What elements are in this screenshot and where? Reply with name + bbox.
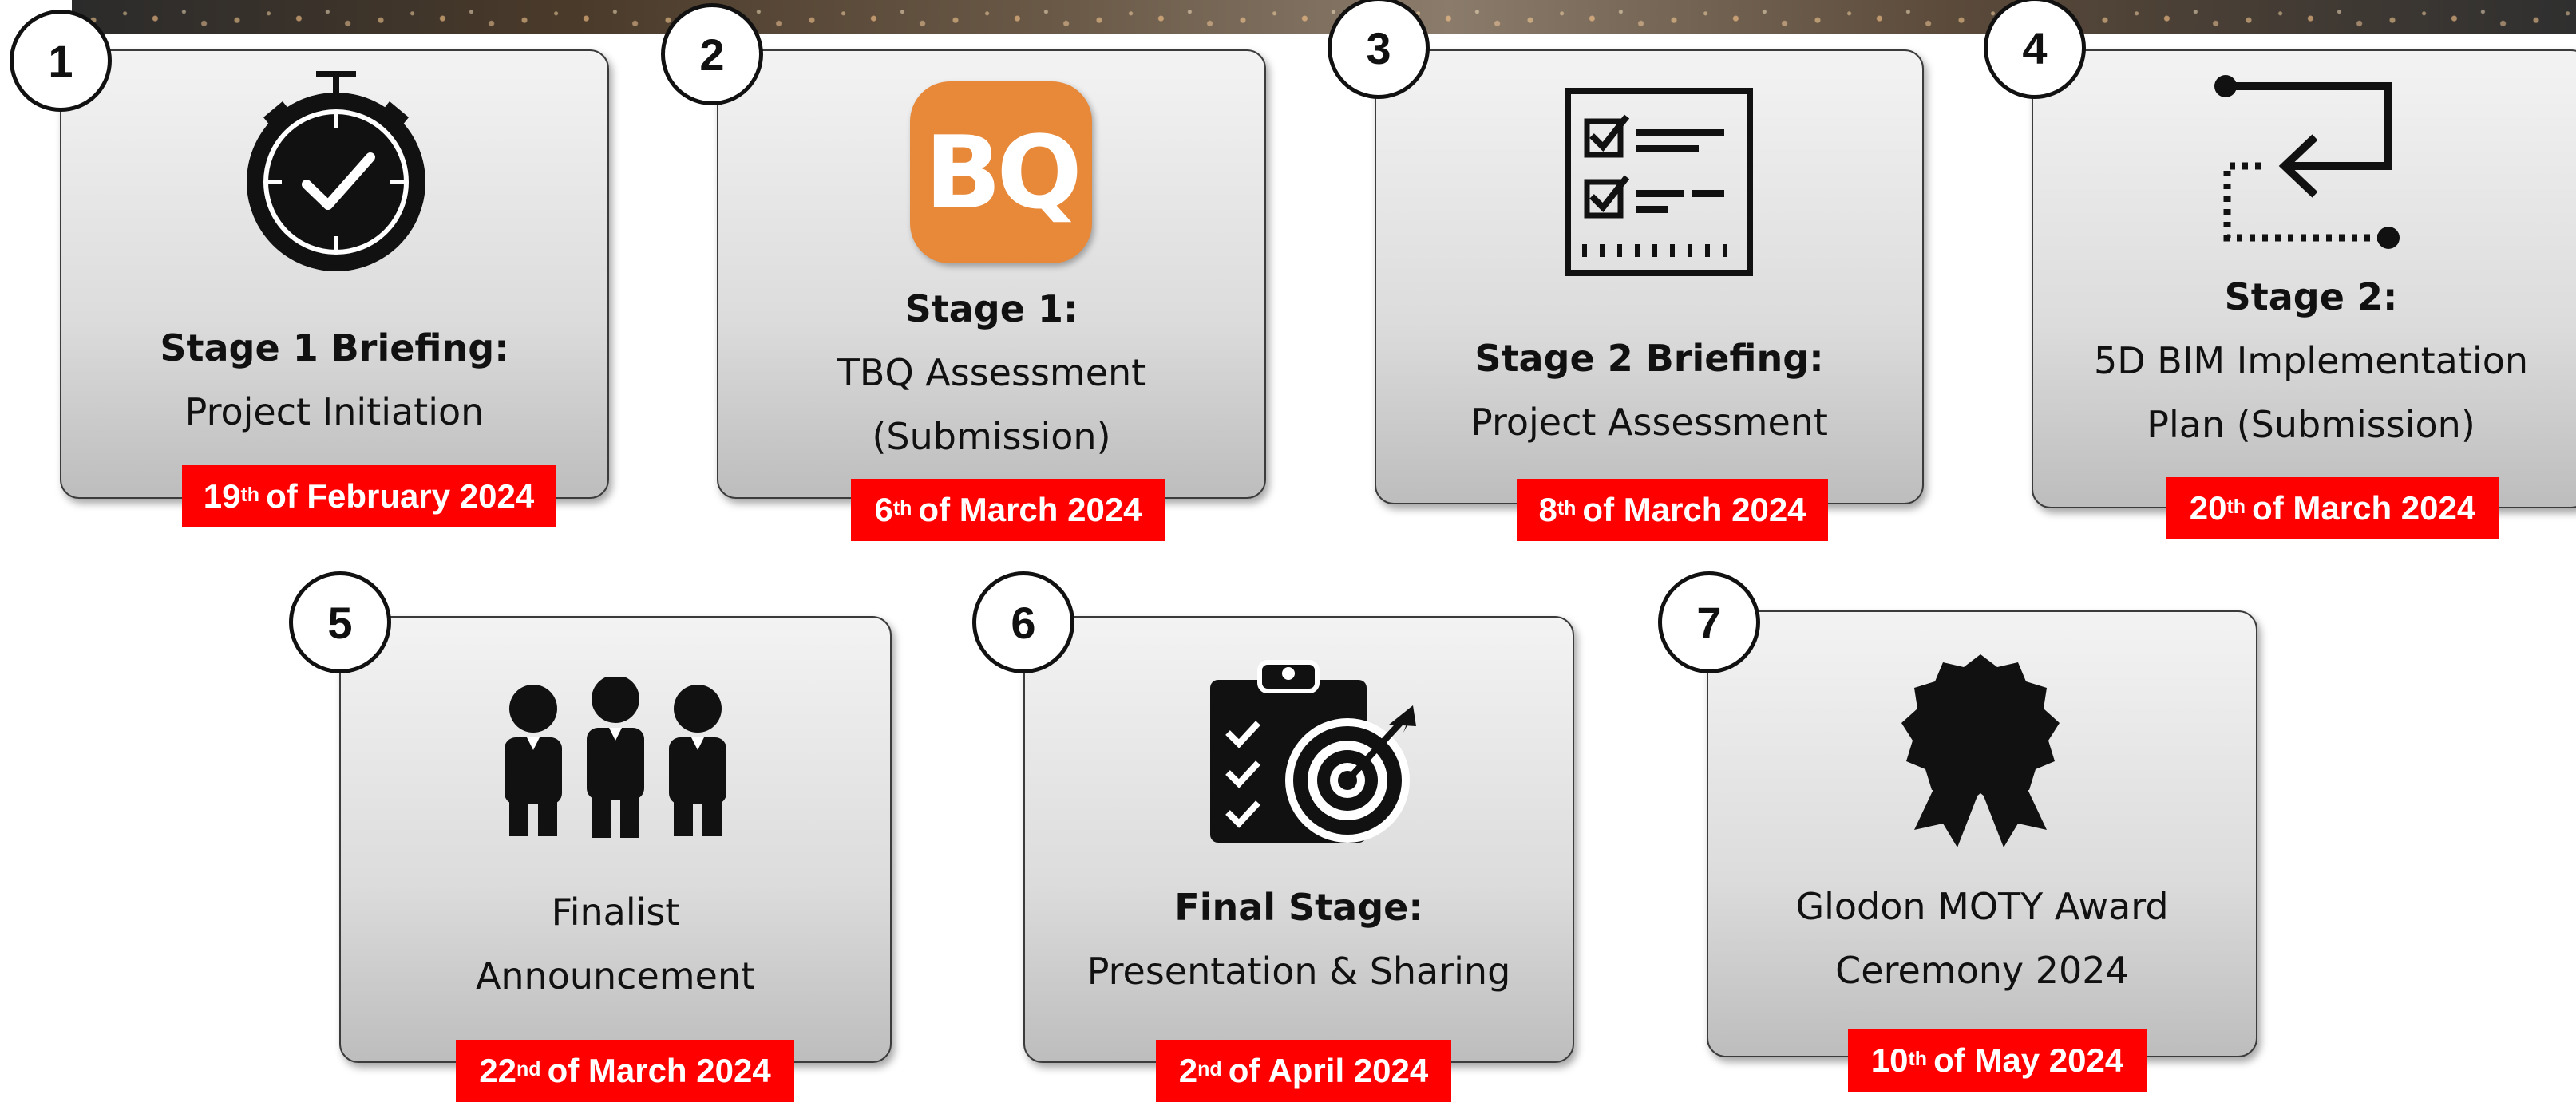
stage-label-1: Stage 1 Briefing: Project Initiation	[76, 316, 593, 444]
stage-title: Stage 1 Briefing:	[160, 326, 509, 369]
date-day: 6	[874, 491, 893, 528]
header-banner-image	[72, 0, 2576, 34]
bq-logo-icon: BQ	[910, 81, 1092, 263]
stage-description: Project Assessment	[1470, 401, 1828, 444]
stage-description: Presentation & Sharing	[1086, 950, 1511, 993]
stage-label-3: Stage 2 Briefing: Project Assessment	[1391, 326, 1908, 454]
stage-number: 7	[1696, 597, 1722, 648]
stage-number: 2	[699, 29, 725, 80]
stage-number: 4	[2022, 22, 2048, 73]
stage-number-badge: 3	[1328, 0, 1430, 99]
stage-title: Stage 2:	[2224, 275, 2398, 318]
date-day: 10	[1870, 1041, 1909, 1079]
stage-label-7: Glodon MOTY Award Ceremony 2024	[1715, 875, 2250, 1002]
stage-description: Finalist	[551, 891, 680, 934]
city-lights-decoration	[72, 0, 2576, 34]
stage-number-badge: 5	[289, 571, 391, 673]
stopwatch-icon	[247, 71, 425, 271]
stage-description: 5D BIM Implementation	[2093, 339, 2528, 382]
stage-number-badge: 4	[1984, 0, 2086, 99]
stage-description: Ceremony 2024	[1835, 949, 2129, 992]
date-text: of May 2024	[1933, 1041, 2124, 1079]
stage-card-3	[1375, 49, 1924, 504]
date-text: of April 2024	[1228, 1052, 1429, 1089]
stage-number: 5	[327, 597, 353, 648]
stage-label-2: Stage 1: TBQ Assessment (Submission)	[733, 277, 1250, 468]
date-day: 22	[479, 1052, 517, 1089]
three-people-icon	[505, 677, 726, 838]
stage-label-4: Stage 2: 5D BIM Implementation Plan (Sub…	[2040, 265, 2576, 456]
stage-label-5: Finalist Announcement	[355, 880, 876, 1008]
return-arrow-icon	[2214, 75, 2400, 249]
date-day: 20	[2189, 489, 2227, 527]
stage-number-badge: 7	[1658, 571, 1760, 673]
date-text: of February 2024	[266, 477, 535, 515]
date-day: 19	[203, 477, 241, 515]
stage-label-6: Final Stage: Presentation & Sharing	[1039, 875, 1558, 1003]
date-day: 8	[1538, 491, 1557, 528]
stage-description: Project Initiation	[184, 390, 485, 433]
bq-logo-text: BQ	[924, 113, 1082, 231]
stage-description: (Submission)	[872, 415, 1111, 458]
stage-number-badge: 2	[661, 3, 763, 105]
clipboard-target-icon	[1210, 660, 1416, 843]
date-text: of March 2024	[918, 491, 1142, 528]
stage-description: TBQ Assessment	[837, 351, 1146, 394]
stage-number: 1	[48, 35, 73, 86]
date-text: of March 2024	[1582, 491, 1806, 528]
stage-card-2	[717, 49, 1266, 499]
date-day: 2	[1178, 1052, 1198, 1089]
checklist-icon	[1565, 88, 1753, 276]
stage-title: Stage 2 Briefing:	[1474, 337, 1824, 380]
stage-number-badge: 1	[10, 10, 112, 112]
stage-title: Final Stage:	[1174, 886, 1423, 929]
stage-number: 3	[1366, 22, 1391, 73]
stage-description: Glodon MOTY Award	[1795, 885, 2169, 928]
stage-description: Plan (Submission)	[2147, 403, 2475, 446]
award-badge-icon	[1901, 654, 2060, 847]
stage-number-badge: 6	[972, 571, 1074, 673]
stage-description: Announcement	[475, 954, 756, 997]
date-text: of March 2024	[547, 1052, 771, 1089]
stage-number: 6	[1011, 597, 1036, 648]
stage-title: Stage 1:	[904, 287, 1078, 330]
date-text: of March 2024	[2252, 489, 2476, 527]
